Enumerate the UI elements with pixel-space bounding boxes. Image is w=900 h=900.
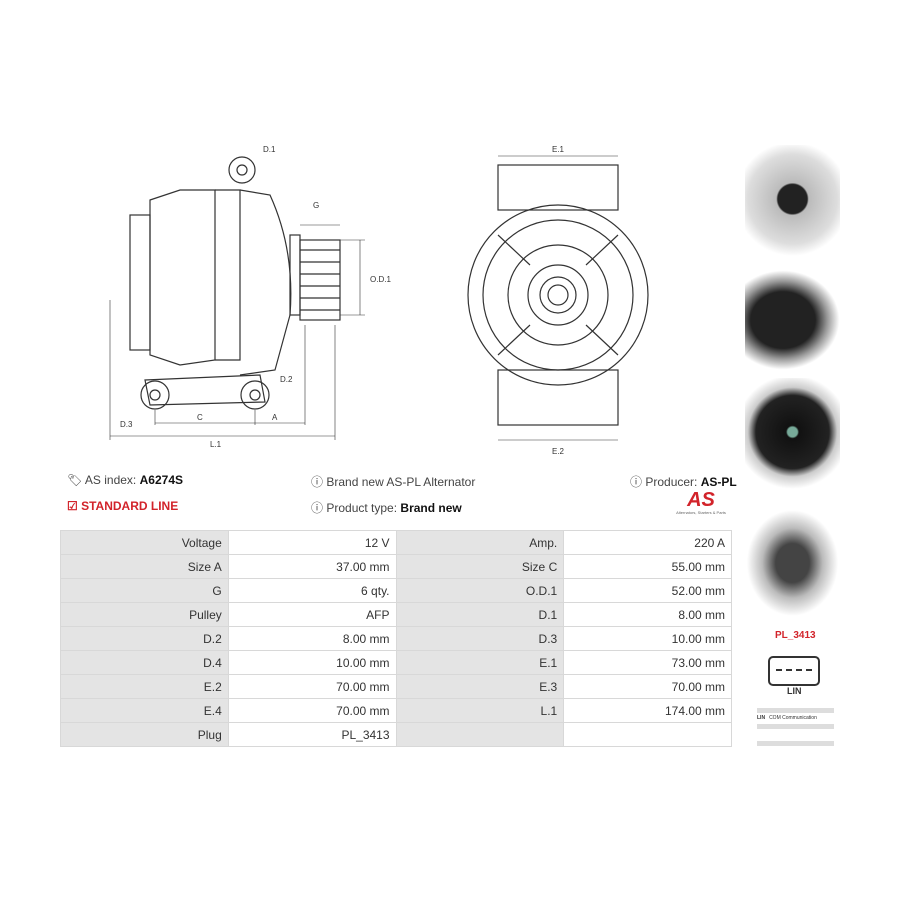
spec-value: 8.00 mm [227,626,397,651]
tags-icon: 🏷 [67,473,83,487]
spec-label: Pulley [60,602,229,627]
spec-label: G [60,578,229,603]
as-pl-logo: AS Alternators, Starters & Parts [668,490,734,515]
spec-label: Size A [60,554,229,579]
label-e2: E.2 [552,447,565,456]
spec-value: 52.00 mm [563,578,732,603]
spec-value: 55.00 mm [563,554,732,579]
spec-label: E.2 [60,674,229,699]
spec-label: E.1 [395,650,565,675]
spec-value: 6 qty. [227,578,397,603]
line-label: STANDARD LINE [81,499,179,513]
label-d2: D.2 [280,375,293,384]
spec-value: 220 A [563,530,732,555]
label-od1: O.D.1 [370,275,391,284]
spec-label: D.2 [60,626,229,651]
as-index-label: AS index: [84,473,137,487]
side-view-drawing: D.1 G O.D.1 D.2 D.3 C A L.1 [109,145,391,449]
spec-label: D.1 [395,602,565,627]
plug-name: PL_3413 [775,630,816,641]
spec-value: 73.00 mm [563,650,732,675]
spec-value: 70.00 mm [563,674,732,699]
spec-label: D.3 [395,626,565,651]
spec-label: E.4 [60,698,229,723]
product-photo-front[interactable] [745,145,840,265]
spec-label: Amp. [395,530,565,555]
producer: ⓘ Producer: AS-PL [630,473,737,490]
producer-value: AS-PL [700,475,737,489]
spec-value: PL_3413 [227,722,397,747]
label-c: C [197,413,203,422]
spec-label [395,722,565,747]
pin-code: LIN [757,715,766,721]
label-e1: E.1 [552,145,565,154]
description: ⓘ Brand new AS-PL Alternator [311,473,475,490]
spec-value: 70.00 mm [227,698,397,723]
info-icon: ⓘ [311,501,324,515]
plug-type: LIN [787,686,802,696]
logo-tagline: Alternators, Starters & Parts [676,510,726,515]
spec-label: E.3 [395,674,565,699]
spec-label: L.1 [395,698,565,723]
spec-value: 10.00 mm [563,626,732,651]
spec-value [563,722,732,747]
description-text: Brand new AS-PL Alternator [326,475,476,489]
as-index-value: A6274S [139,473,183,487]
label-a: A [272,413,278,422]
label-g: G [313,201,319,210]
spec-label: Size C [395,554,565,579]
spec-value: 174.00 mm [563,698,732,723]
spec-value: 10.00 mm [227,650,397,675]
product-type-value: Brand new [400,501,462,515]
spec-label: Plug [60,722,229,747]
product-photo-side[interactable] [745,270,840,370]
as-index: 🏷 AS index: A6274S [67,473,183,487]
pin-desc: COM Communication [769,715,817,721]
checkbox-icon: ☑ [67,499,78,513]
spec-label: Voltage [60,530,229,555]
spec-label: O.D.1 [395,578,565,603]
product-photo-angle[interactable] [745,508,840,618]
product-type: ⓘ Product type: Brand new [311,499,462,516]
info-icon: ⓘ [311,475,324,489]
spec-value: 8.00 mm [563,602,732,627]
plug-connector-icon [768,656,820,686]
product-photo-rear[interactable] [745,378,840,498]
spec-value: AFP [227,602,397,627]
logo-text: AS [687,489,715,511]
product-type-label: Product type: [326,501,398,515]
info-icon: ⓘ [630,475,643,489]
spec-value: 12 V [227,530,397,555]
standard-line: ☑ STANDARD LINE [67,499,178,513]
spec-value: 70.00 mm [227,674,397,699]
label-d3: D.3 [120,420,133,429]
label-l1: L.1 [210,440,222,449]
spec-value: 37.00 mm [227,554,397,579]
spec-label: D.4 [60,650,229,675]
producer-label: Producer: [645,475,698,489]
front-view-drawing: E.1 E.2 [467,145,649,456]
label-d1: D.1 [263,145,276,154]
